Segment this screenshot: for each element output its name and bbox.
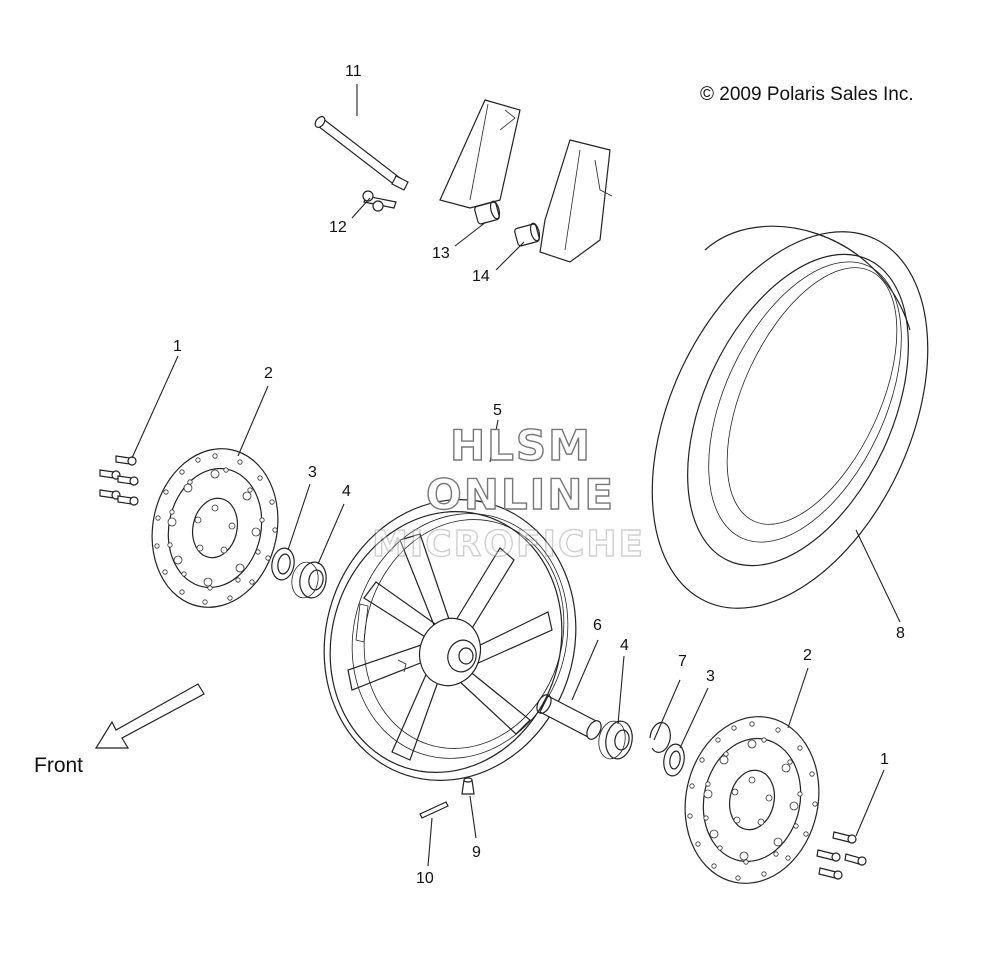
callout-8: 8 <box>896 625 905 642</box>
watermark-line-2: ONLINE <box>425 470 616 519</box>
axle <box>314 116 409 191</box>
seal-right <box>663 743 685 777</box>
circlip <box>649 722 671 753</box>
spacer-tube <box>536 694 602 740</box>
brake-disc-left <box>151 448 279 608</box>
front-label: Front <box>34 754 84 777</box>
callout-3-right: 3 <box>706 668 715 685</box>
copyright-notice: © 2009 Polaris Sales Inc. <box>700 84 914 105</box>
bearing-right <box>598 720 633 760</box>
callout-13: 13 <box>432 245 450 262</box>
callout-11: 11 <box>345 63 362 80</box>
callout-9: 9 <box>472 844 481 861</box>
wheel <box>323 499 577 781</box>
fork-leg-right <box>539 139 613 263</box>
callout-12: 12 <box>329 219 347 236</box>
watermark-line-1: HLSM <box>449 421 592 470</box>
callout-1-left: 1 <box>173 338 182 355</box>
brake-disc-right <box>684 716 820 884</box>
balance-weight <box>419 801 449 819</box>
callout-5: 5 <box>493 402 502 419</box>
tire <box>651 225 929 609</box>
leader-lines <box>131 84 901 867</box>
spacer-14 <box>514 222 541 247</box>
fork-leg-left <box>439 99 521 209</box>
bearing-left <box>291 561 327 599</box>
front-arrow-icon <box>94 683 205 749</box>
callout-6: 6 <box>593 617 602 634</box>
callout-1-right: 1 <box>880 751 889 768</box>
callout-4-left: 4 <box>342 483 351 500</box>
seal-left <box>271 547 295 581</box>
disc-bolts-right <box>816 831 867 880</box>
disc-bolts-left <box>99 455 139 506</box>
watermark-line-3: MICROFICHE <box>371 524 646 565</box>
callout-10: 10 <box>416 870 434 887</box>
callout-3-left: 3 <box>308 464 317 481</box>
callout-7: 7 <box>678 653 687 670</box>
spacer-13 <box>474 200 501 225</box>
callout-2-left: 2 <box>264 365 273 382</box>
callout-2-right: 2 <box>803 647 812 664</box>
callout-14: 14 <box>472 268 490 285</box>
valve-stem <box>461 777 475 795</box>
callout-4-right: 4 <box>620 637 629 654</box>
bolts-12 <box>362 190 397 212</box>
